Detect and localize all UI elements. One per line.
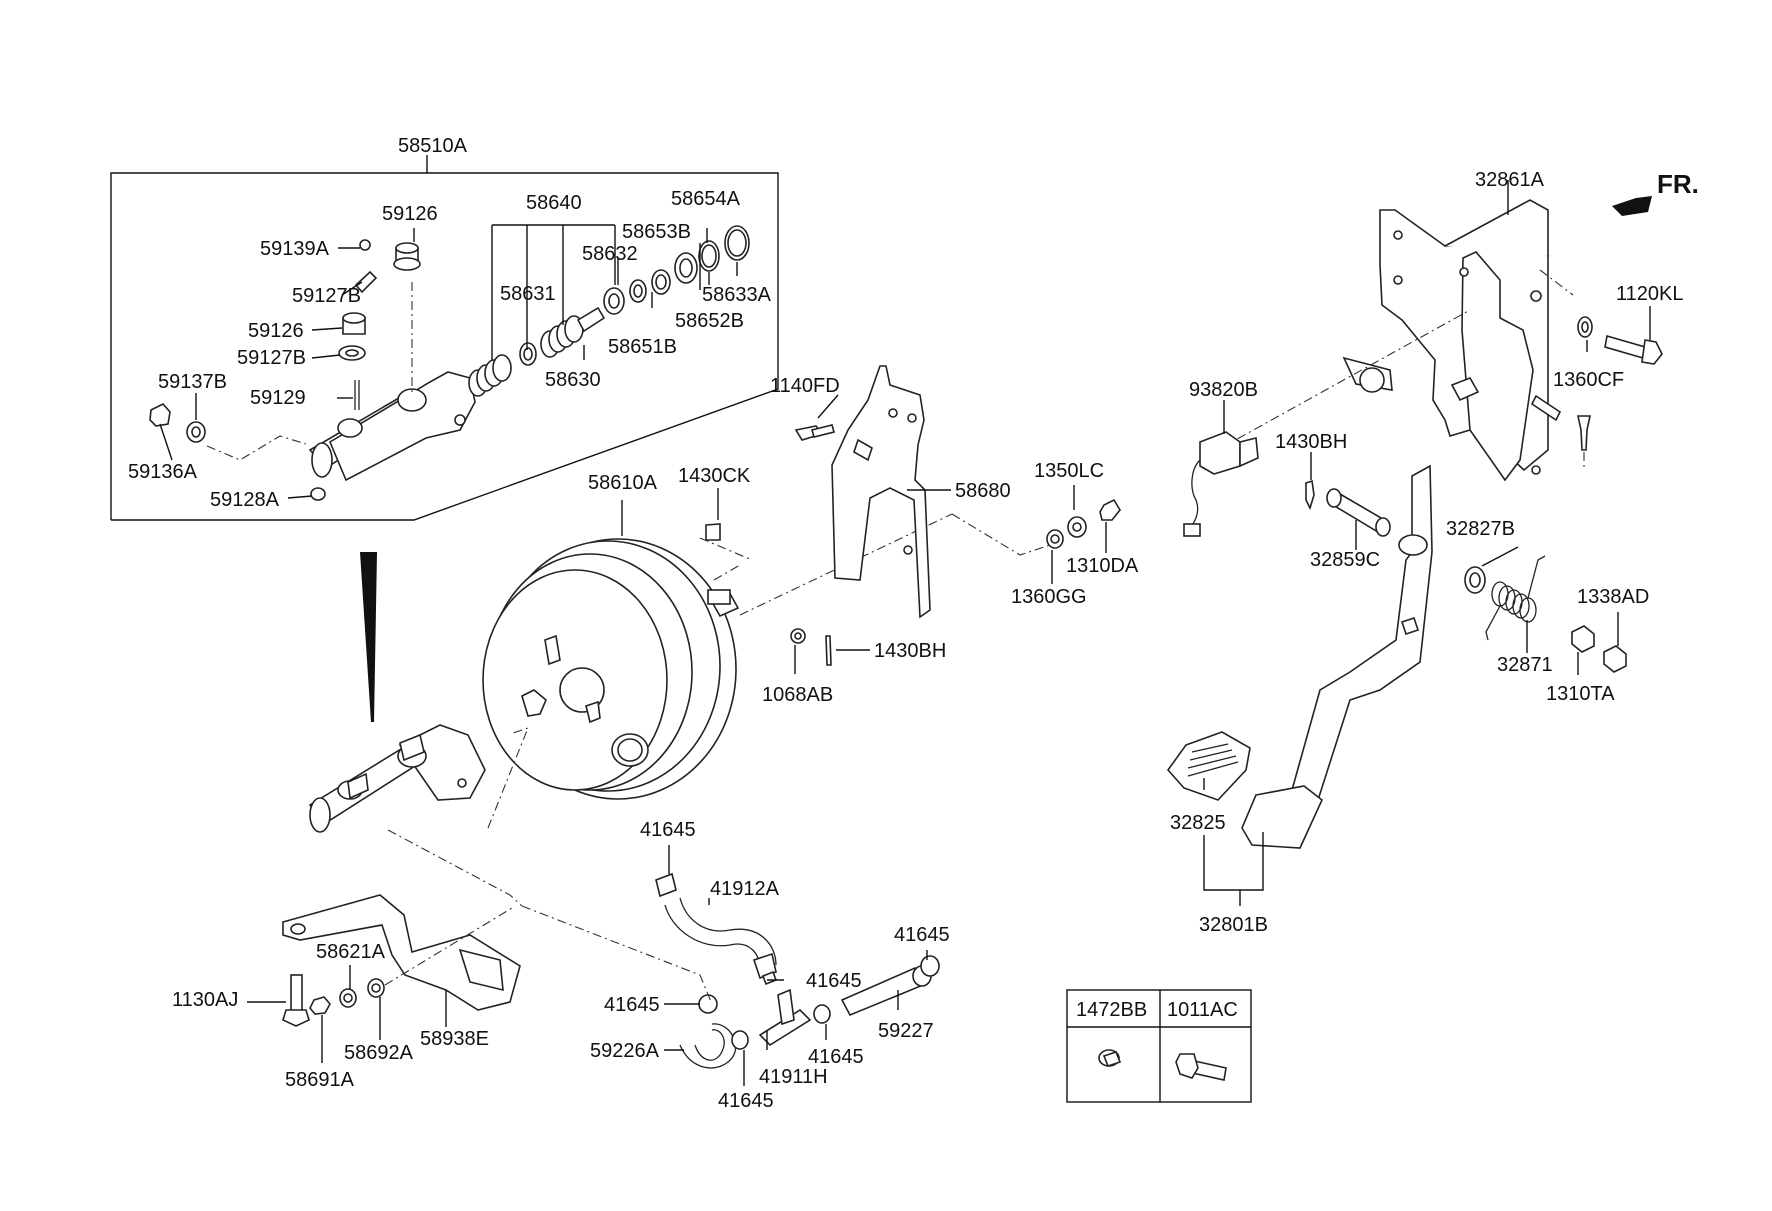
label-41912a: 41912A — [710, 878, 780, 900]
fastener-table — [1066, 989, 1252, 1103]
label-41645-e: 41645 — [808, 1046, 864, 1068]
label-58691a: 58691A — [285, 1069, 355, 1091]
clip-1430bh-2 — [1305, 479, 1315, 511]
label-1350lc: 1350LC — [1034, 460, 1104, 482]
label-32827b: 32827B — [1446, 518, 1515, 540]
label-59128a: 59128A — [210, 489, 280, 511]
label-58633a: 58633A — [702, 284, 772, 306]
label-59126-b: 59126 — [248, 320, 304, 342]
label-1310ta: 1310TA — [1546, 683, 1615, 705]
label-58654a: 58654A — [671, 188, 741, 210]
label-58680: 58680 — [955, 480, 1011, 502]
label-59137b: 59137B — [158, 371, 227, 393]
label-58610a: 58610A — [588, 472, 658, 494]
label-1130aj: 1130AJ — [172, 989, 238, 1011]
label-59136a: 59136A — [128, 461, 198, 483]
bracket-58938e — [282, 894, 521, 1011]
label-59226a: 59226A — [590, 1040, 660, 1062]
bolt-1120kl — [1604, 334, 1663, 365]
label-58632: 58632 — [582, 243, 638, 265]
label-59127b-a: 59127B — [292, 285, 361, 307]
label-58621a: 58621A — [316, 941, 386, 963]
label-58692a: 58692A — [344, 1042, 414, 1064]
label-1430bh-b: 1430BH — [1275, 431, 1347, 453]
switch-93820b — [1183, 431, 1259, 537]
label-58640: 58640 — [526, 192, 582, 214]
label-41645-b: 41645 — [894, 924, 950, 946]
label-59127b-b: 59127B — [237, 347, 306, 369]
master-cylinder-assembly-box — [110, 155, 779, 521]
label-32871: 32871 — [1497, 654, 1553, 676]
label-1360cf: 1360CF — [1553, 369, 1624, 391]
label-59139a: 59139A — [260, 238, 330, 260]
label-93820b: 93820B — [1189, 379, 1258, 401]
label-58653b: 58653B — [622, 221, 691, 243]
label-1120kl: 1120KL — [1616, 283, 1683, 305]
label-59227: 59227 — [878, 1020, 934, 1042]
master-cylinder-exploded — [149, 225, 750, 501]
label-41911h: 41911H — [759, 1066, 828, 1088]
label-58651b: 58651B — [608, 336, 677, 358]
return-spring — [1485, 555, 1546, 641]
front-direction-label: FR. — [1657, 169, 1699, 199]
master-cylinder-assembled — [308, 724, 486, 833]
vacuum-hoses — [655, 872, 940, 1069]
clip-1430bh — [825, 635, 832, 666]
nut-1310ta — [1571, 625, 1595, 653]
nut-1310da — [1099, 498, 1121, 521]
label-59126-a: 59126 — [382, 203, 438, 225]
label-32825: 32825 — [1170, 812, 1226, 834]
front-arrow-icon — [1612, 196, 1652, 216]
label-58631: 58631 — [500, 283, 556, 305]
table-header-1011ac: 1011AC — [1167, 999, 1238, 1021]
label-32861a: 32861A — [1475, 169, 1545, 191]
label-59129: 59129 — [250, 387, 306, 409]
bolt-1130aj — [282, 974, 310, 1027]
bracket-58680 — [794, 365, 931, 619]
label-58652b: 58652B — [675, 310, 744, 332]
screw — [1577, 415, 1591, 451]
label-41645-a: 41645 — [640, 819, 696, 841]
part-labels: 58510A 59126 59139A 59127B 59126 59127B … — [128, 135, 1683, 1112]
brake-booster — [482, 513, 953, 800]
label-1310da: 1310DA — [1066, 555, 1139, 577]
label-1360gg: 1360GG — [1011, 586, 1087, 608]
pedal-pad — [1241, 785, 1323, 849]
label-1338ad: 1338AD — [1577, 586, 1649, 608]
label-1068ab: 1068AB — [762, 684, 833, 706]
label-41645-d: 41645 — [604, 994, 660, 1016]
label-1140fd: 1140FD — [770, 375, 840, 397]
table-header-1472bb: 1472BB — [1076, 999, 1147, 1021]
label-41645-f: 41645 — [718, 1090, 774, 1112]
label-32859c: 32859C — [1310, 549, 1380, 571]
label-41645-c: 41645 — [806, 970, 862, 992]
pivot-pin — [1326, 488, 1391, 537]
label-58630: 58630 — [545, 369, 601, 391]
pedal-bracket — [1342, 199, 1562, 482]
nut-1338ad — [1603, 645, 1627, 673]
assembly-arrow — [360, 552, 377, 722]
label-1430bh-a: 1430BH — [874, 640, 946, 662]
leader-lines — [159, 180, 1651, 1086]
nut-58691a — [309, 996, 331, 1015]
pedal-pad-rubber — [1166, 731, 1251, 801]
label-32801b: 32801B — [1199, 914, 1268, 936]
label-58938e: 58938E — [420, 1028, 489, 1050]
label-1430ck: 1430CK — [678, 465, 751, 487]
label-58510a: 58510A — [398, 135, 468, 157]
